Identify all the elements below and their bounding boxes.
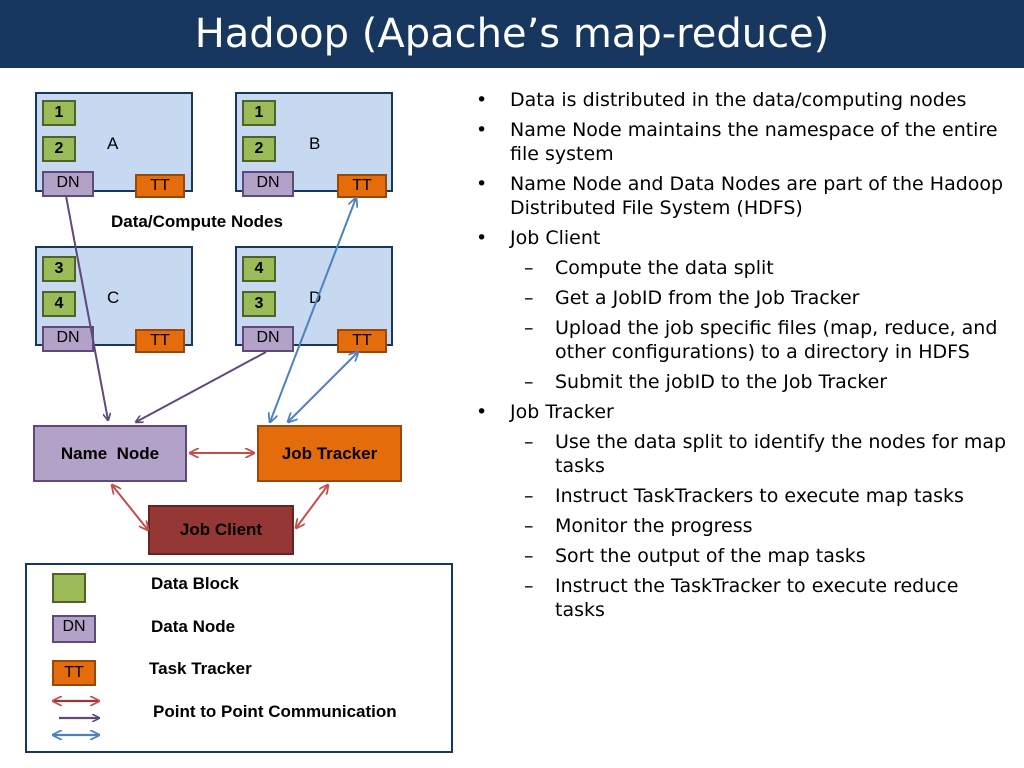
- arrow-job-tracker-job-client: [296, 485, 328, 528]
- data-node-icon: DN: [42, 171, 94, 197]
- data-block: 1: [42, 100, 76, 126]
- task-tracker-icon: TT: [337, 174, 387, 198]
- data-block: 1: [242, 100, 276, 126]
- node-label: C: [107, 288, 120, 307]
- job-tracker-box: Job Tracker: [257, 425, 402, 482]
- bullet-item: Name Node and Data Nodes are part of the…: [470, 172, 1010, 220]
- node-b: 1 2 B DN TT: [235, 92, 393, 198]
- nodes-caption: Data/Compute Nodes: [111, 212, 283, 231]
- arrow-job-tracker-to-tt-d: [288, 352, 358, 422]
- data-block: 3: [42, 256, 76, 282]
- arrow-dn-d-to-name-node: [136, 351, 267, 422]
- legend-data-node-label: Data Node: [151, 617, 236, 636]
- node-label: A: [107, 134, 119, 153]
- sub-bullet-item: Monitor the progress: [470, 514, 1010, 538]
- legend-task-tracker-label: Task Tracker: [149, 659, 252, 678]
- task-tracker-icon: TT: [135, 174, 185, 198]
- slide-title: Hadoop (Apache’s map-reduce): [194, 11, 830, 57]
- sub-bullet-item: Instruct TaskTrackers to execute map tas…: [470, 484, 1010, 508]
- node-label: B: [309, 134, 321, 153]
- bullet-item: Name Node maintains the namespace of the…: [470, 118, 1010, 166]
- legend: Data Block DN Data Node TT Task Tracker …: [25, 563, 453, 753]
- sub-bullet-item: Submit the jobID to the Job Tracker: [470, 370, 1010, 394]
- node-a: 1 2 A DN TT: [35, 92, 193, 198]
- bullet-list: Data is distributed in the data/computin…: [470, 88, 1010, 622]
- sub-bullet-item: Upload the job specific files (map, redu…: [470, 316, 1010, 364]
- job-client-box: Job Client: [148, 505, 294, 555]
- data-block: 4: [42, 291, 76, 317]
- legend-data-node-icon: DN: [52, 615, 96, 643]
- legend-p2p-label: Point to Point Communication: [153, 702, 397, 721]
- legend-task-tracker-icon: TT: [52, 660, 96, 686]
- data-block: 2: [242, 136, 276, 162]
- sub-bullet-item: Get a JobID from the Job Tracker: [470, 286, 1010, 310]
- legend-arrows: [47, 689, 107, 745]
- title-bar: [0, 0, 1024, 68]
- arrow-dn-a-to-name-node: [65, 195, 108, 420]
- data-node-icon: DN: [42, 326, 94, 352]
- sub-bullet-item: Compute the data split: [470, 256, 1010, 280]
- data-block: 2: [42, 136, 76, 162]
- node-c: 3 4 C DN TT: [35, 246, 193, 353]
- sub-bullet-item: Instruct the TaskTracker to execute redu…: [470, 574, 1010, 622]
- data-node-icon: DN: [242, 171, 294, 197]
- sub-bullet-item: Sort the output of the map tasks: [470, 544, 1010, 568]
- bullet-item: Job Client: [470, 226, 1010, 250]
- task-tracker-icon: TT: [135, 329, 185, 353]
- arrow-job-tracker-to-tt-b: [270, 198, 356, 422]
- legend-data-block-swatch: [52, 573, 86, 603]
- bullet-item: Job Tracker: [470, 400, 1010, 424]
- name-node-box: Name Node: [33, 425, 187, 482]
- legend-data-block-label: Data Block: [151, 574, 239, 593]
- arrow-name-node-job-client: [112, 485, 148, 530]
- sub-bullet-item: Use the data split to identify the nodes…: [470, 430, 1010, 478]
- bullet-item: Data is distributed in the data/computin…: [470, 88, 1010, 112]
